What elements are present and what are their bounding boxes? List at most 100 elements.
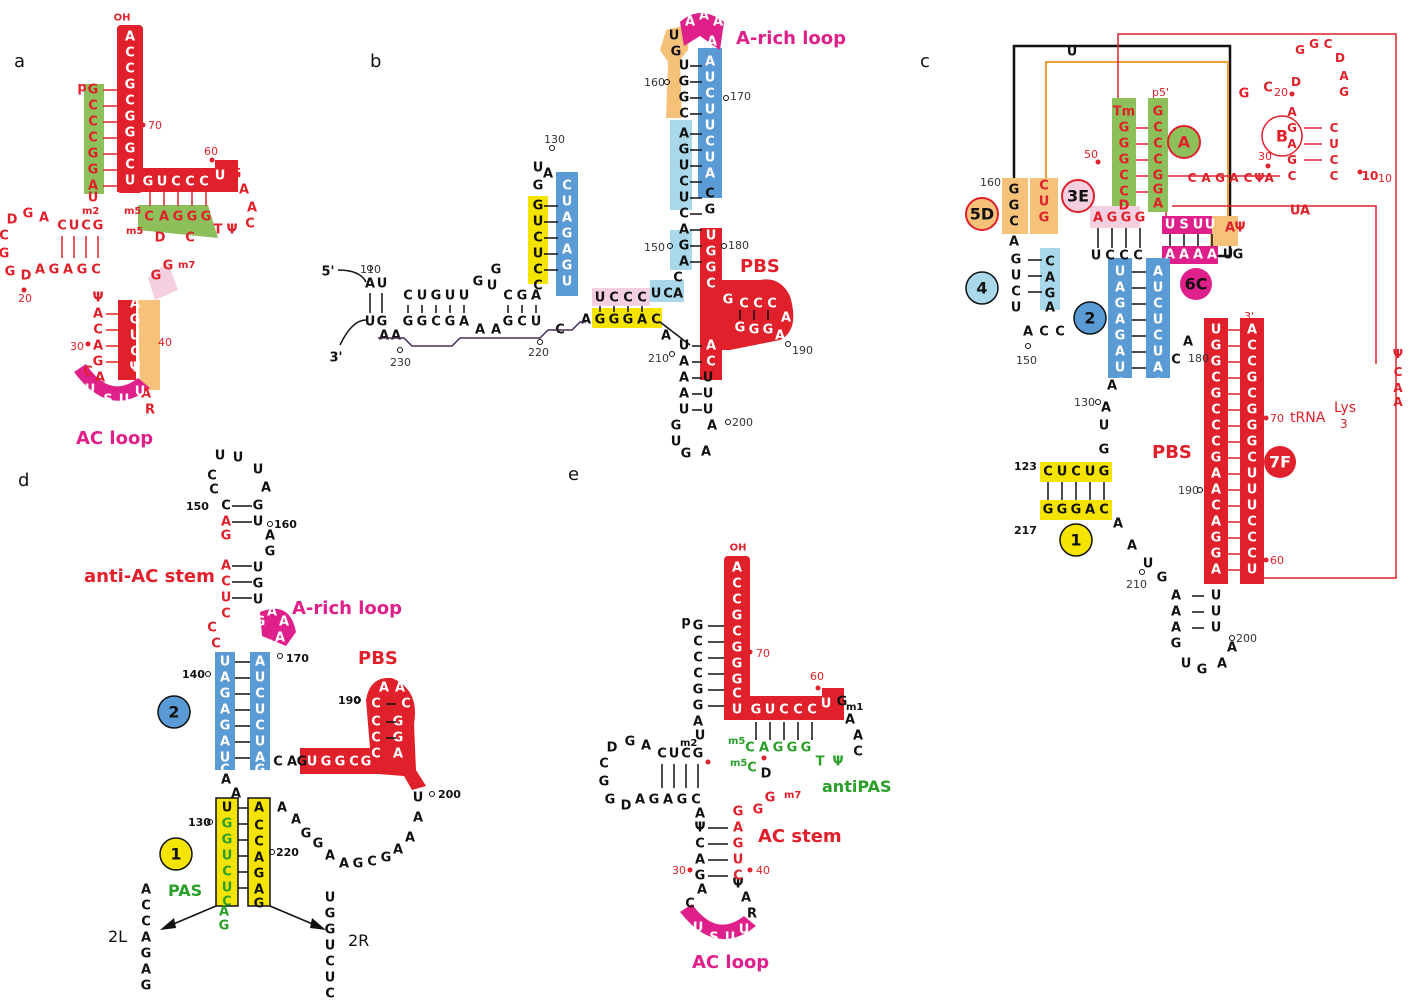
a-t-arm	[117, 160, 238, 192]
svg-text:C: C	[57, 219, 67, 234]
svg-text:G: G	[1115, 297, 1126, 312]
svg-text:G: G	[735, 321, 746, 336]
c-num-60: 60	[1270, 554, 1284, 567]
svg-text:A: A	[221, 773, 231, 788]
c-circle-7F	[1264, 446, 1296, 478]
svg-text:C: C	[255, 719, 265, 734]
svg-text:C: C	[1055, 325, 1065, 340]
svg-text:U: U	[377, 277, 388, 292]
c-circle-4-label: 4	[976, 279, 987, 298]
c-num-50: 50	[1084, 148, 1098, 161]
svg-text:Ψ: Ψ	[694, 821, 705, 836]
svg-text:C: C	[747, 761, 757, 776]
svg-text:C: C	[1045, 255, 1055, 270]
svg-text:U: U	[1115, 265, 1126, 280]
svg-text:G: G	[753, 803, 764, 818]
svg-text:G: G	[130, 281, 141, 296]
svg-text:C: C	[141, 915, 151, 930]
d-antiac-label: anti-AC stem	[84, 566, 215, 587]
svg-text:C: C	[254, 835, 264, 850]
a-acceptor-stem	[117, 25, 143, 193]
d-num-190: 190	[338, 694, 361, 707]
svg-text:G: G	[693, 747, 704, 762]
svg-text:A: A	[1183, 335, 1193, 350]
svg-text:G: G	[1295, 43, 1305, 57]
c-green-right	[1148, 98, 1168, 212]
svg-text:C: C	[88, 99, 98, 114]
svg-text:G: G	[1309, 37, 1319, 51]
svg-text:G: G	[187, 210, 198, 225]
svg-text:U: U	[119, 393, 130, 408]
svg-text:U: U	[679, 159, 690, 174]
b-lightblue-1	[650, 280, 684, 302]
svg-text:G: G	[403, 315, 414, 330]
svg-text:C: C	[853, 745, 863, 760]
svg-text:C: C	[679, 175, 689, 190]
c-3prime: 3'	[1244, 310, 1254, 323]
svg-text:G: G	[1011, 253, 1022, 268]
svg-text:C: C	[1105, 249, 1115, 264]
svg-text:U: U	[1153, 345, 1164, 360]
svg-text:C: C	[1043, 465, 1053, 480]
svg-text:G: G	[254, 897, 265, 912]
svg-text:G: G	[417, 315, 428, 330]
svg-text:G: G	[353, 857, 364, 872]
svg-text:A: A	[231, 787, 241, 802]
b-5prime: 5'	[321, 265, 334, 280]
svg-text:G: G	[787, 741, 798, 756]
svg-text:A: A	[531, 289, 541, 304]
b-num-210: 210	[648, 352, 669, 365]
svg-text:G: G	[503, 315, 514, 330]
svg-text:G: G	[1171, 637, 1182, 652]
svg-text:A: A	[491, 323, 501, 338]
svg-text:A: A	[1115, 345, 1125, 360]
c-num-210: 210	[1126, 578, 1147, 591]
svg-text:U: U	[821, 697, 832, 712]
b-arich-label: A-rich loop	[736, 28, 846, 49]
c-circle-6C-label: 6C	[1185, 275, 1208, 294]
svg-text:A: A	[732, 561, 742, 576]
svg-text:G: G	[763, 323, 774, 338]
c-circle-1	[1059, 523, 1093, 557]
c-magenta-1	[1162, 216, 1212, 234]
svg-text:C: C	[1188, 171, 1197, 185]
svg-text:A: A	[1153, 197, 1163, 212]
svg-text:C: C	[88, 115, 98, 130]
svg-text:G: G	[141, 979, 152, 994]
svg-text:G: G	[220, 719, 231, 734]
svg-text:C: C	[255, 687, 265, 702]
svg-text:C: C	[1039, 179, 1049, 194]
svg-text:G: G	[1045, 287, 1056, 302]
svg-text:Ψ: Ψ	[832, 755, 843, 770]
svg-text:U: U	[533, 161, 544, 176]
a-mod-m5a: m5	[124, 206, 141, 217]
svg-text:C: C	[401, 697, 411, 712]
svg-text:G: G	[625, 735, 636, 750]
svg-text:A: A	[1045, 271, 1055, 286]
svg-text:C: C	[93, 323, 103, 338]
svg-text:A: A	[255, 751, 265, 766]
svg-text:G: G	[1153, 377, 1164, 392]
svg-text:U: U	[1211, 621, 1222, 636]
svg-text:A: A	[1211, 483, 1221, 498]
svg-text:C: C	[1247, 387, 1257, 402]
svg-text:C: C	[753, 297, 763, 312]
svg-text:A: A	[239, 183, 249, 198]
svg-text:A: A	[699, 9, 709, 24]
svg-text:C: C	[562, 179, 572, 194]
svg-text:C: C	[1394, 365, 1403, 379]
svg-text:C: C	[1288, 169, 1297, 183]
svg-text:A: A	[391, 329, 401, 344]
d-arich-label: A-rich loop	[292, 598, 402, 619]
svg-text:D: D	[21, 269, 32, 284]
svg-text:A: A	[1107, 379, 1117, 394]
svg-text:G: G	[1247, 435, 1258, 450]
svg-text:G: G	[1115, 329, 1126, 344]
e-acloop-label: AC loop	[692, 952, 769, 973]
panel-label-e: e	[568, 464, 579, 485]
e-acceptor-stem	[724, 556, 750, 720]
svg-text:G: G	[254, 867, 265, 882]
svg-text:G: G	[533, 199, 544, 214]
svg-text:C: C	[599, 757, 609, 772]
c-black-bracket	[1012, 44, 1232, 258]
